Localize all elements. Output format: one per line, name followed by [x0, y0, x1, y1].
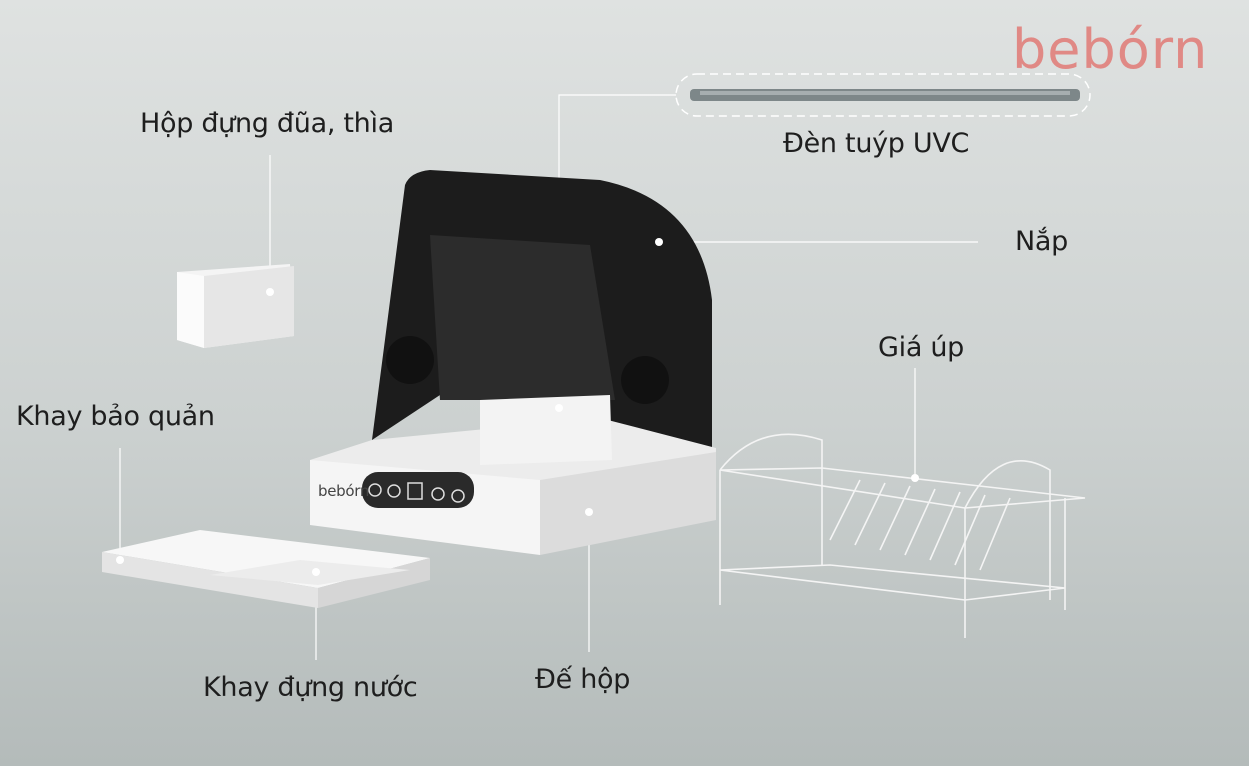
device-logo: bebórn	[318, 482, 370, 500]
sterilizer-device	[310, 170, 716, 555]
label-chopstick-box: Hộp đựng đũa, thìa	[140, 108, 394, 139]
label-dish-rack: Giá úp	[878, 332, 965, 363]
label-lid: Nắp	[1015, 226, 1068, 257]
label-storage-tray: Khay bảo quản	[16, 401, 215, 432]
trays	[102, 530, 430, 608]
label-uvc-tube: Đèn tuýp UVC	[783, 128, 970, 159]
callout-dots	[116, 238, 919, 576]
label-base: Đế hộp	[535, 664, 631, 695]
label-water-tray: Khay đựng nước	[203, 672, 418, 703]
brand-logo: bebórn	[1012, 18, 1209, 81]
uvc-tube	[675, 73, 1091, 117]
chopstick-box	[177, 264, 294, 348]
dish-rack	[719, 433, 1086, 638]
